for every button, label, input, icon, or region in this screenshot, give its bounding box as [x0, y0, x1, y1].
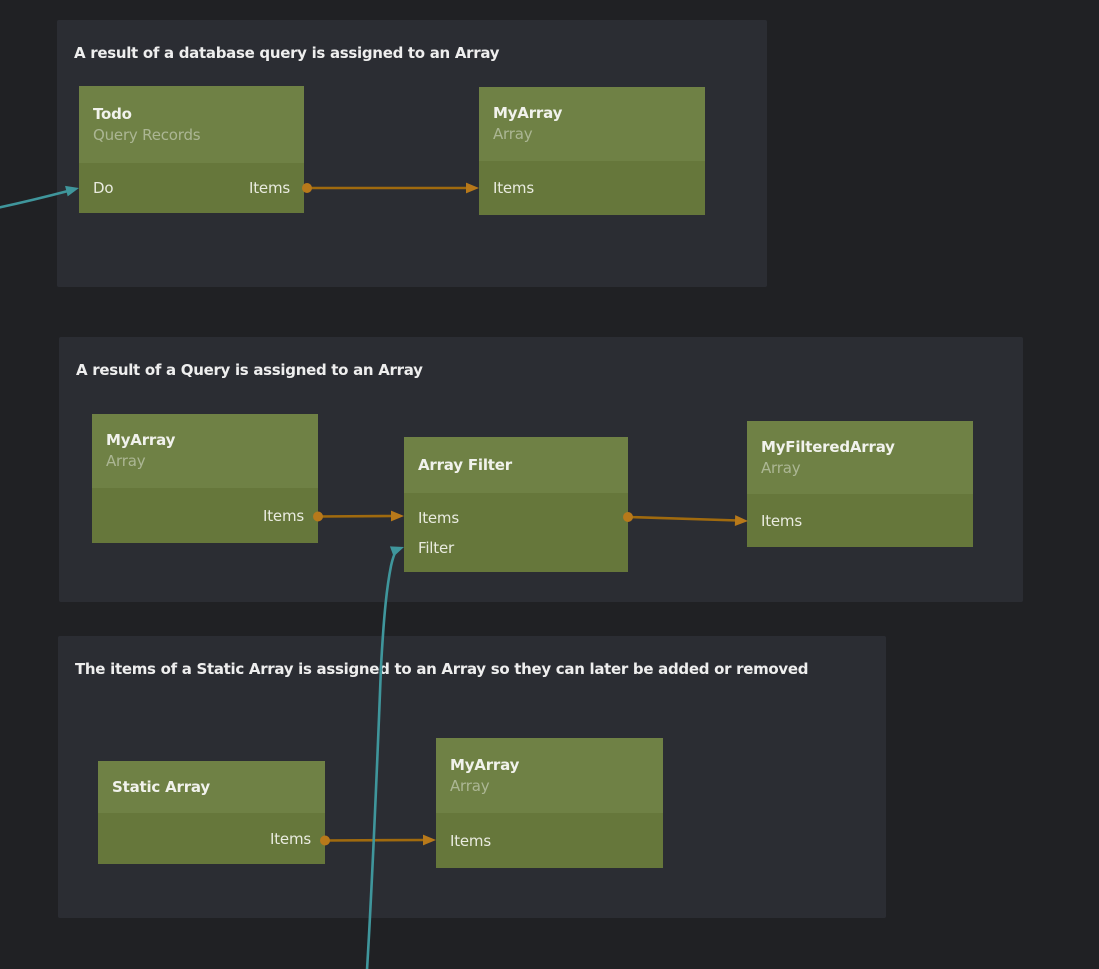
node-header[interactable]: Static Array [98, 761, 325, 813]
port-row: Items [92, 501, 318, 531]
group-title: A result of a Query is assigned to an Ar… [76, 361, 423, 379]
node-ports: Items [747, 494, 973, 547]
node-title: MyArray [450, 755, 520, 774]
node-title: MyArray [106, 431, 176, 449]
node-title: Array Filter [418, 455, 512, 474]
node-header[interactable]: Array Filter [404, 437, 628, 493]
node-title: MyFilteredArray [761, 437, 895, 456]
port-row: Items [436, 826, 663, 856]
node-subtitle: Array [493, 125, 533, 143]
group-title: A result of a database query is assigned… [74, 44, 500, 62]
node-ports: Items [92, 488, 318, 543]
output-port-items[interactable]: Items [270, 829, 311, 848]
node-ports: Do Items [79, 163, 304, 213]
node-subtitle: Array [106, 452, 146, 470]
input-port-do[interactable]: Do [93, 179, 114, 197]
output-port-items[interactable]: Items [249, 179, 290, 197]
node-title: MyArray [493, 104, 563, 122]
node-ports: Items [98, 813, 325, 864]
port-row: Items [479, 173, 705, 203]
input-port-items[interactable]: Items [418, 508, 459, 527]
input-port-filter[interactable]: Filter [418, 538, 454, 557]
port-row: Items [98, 824, 325, 854]
input-port-items[interactable]: Items [450, 831, 491, 850]
node-subtitle: Query Records [93, 125, 201, 144]
node-ports: Items [436, 813, 663, 868]
port-row: Filter [404, 533, 628, 563]
port-row: Items [747, 506, 973, 536]
output-port-items[interactable]: Items [263, 506, 304, 525]
group-title: The items of a Static Array is assigned … [75, 660, 809, 678]
input-port-items[interactable]: Items [761, 511, 802, 530]
input-port-items[interactable]: Items [493, 179, 534, 197]
node-title: Static Array [112, 777, 210, 796]
node-ports: Items [479, 161, 705, 215]
port-row: Do Items [79, 173, 304, 203]
node-subtitle: Array [450, 776, 490, 795]
port-row: Items [404, 503, 628, 533]
node-title: Todo [93, 104, 132, 123]
node-subtitle: Array [761, 458, 801, 477]
